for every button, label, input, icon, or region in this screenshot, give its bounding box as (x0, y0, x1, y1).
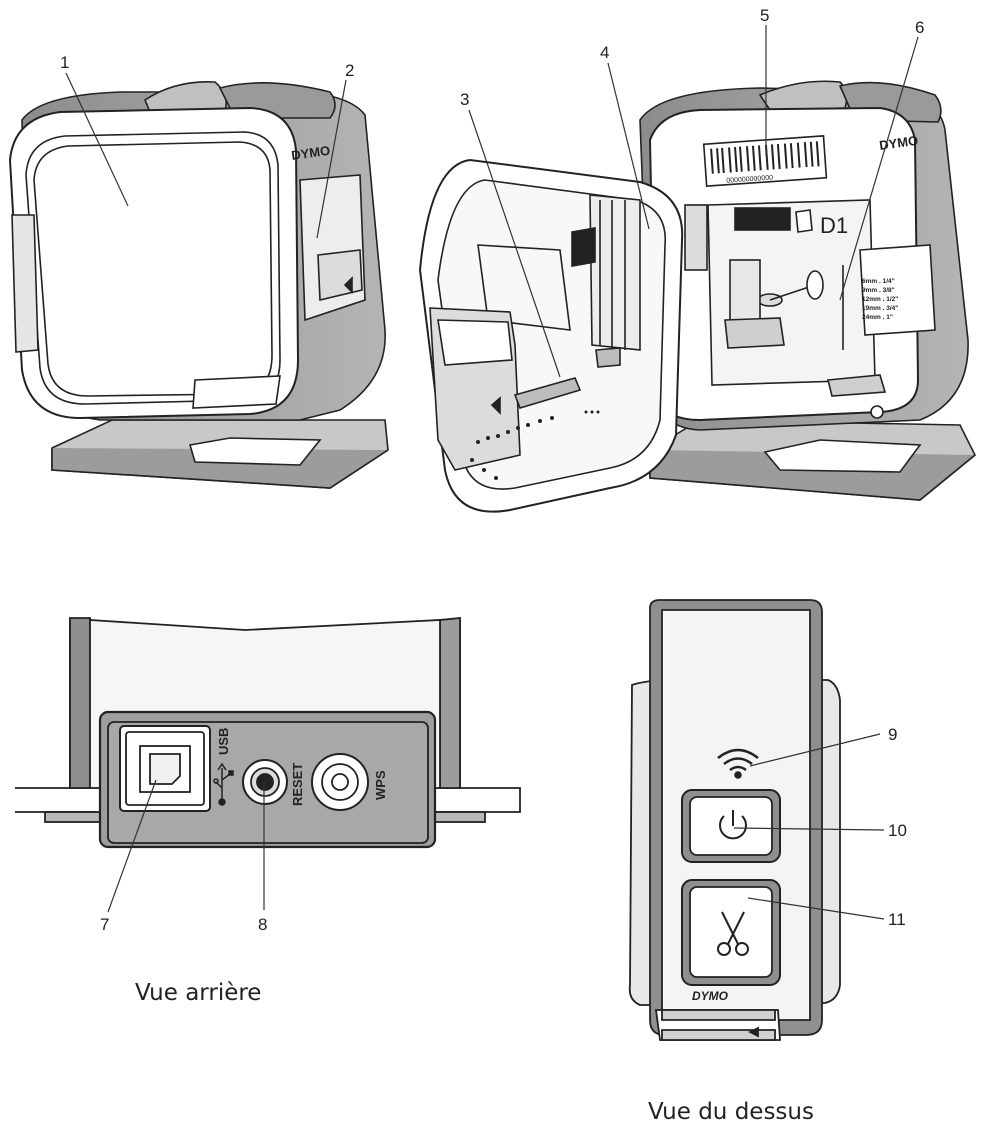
svg-text:6mm . 1/4": 6mm . 1/4" (862, 278, 895, 285)
callout-lines (65, 25, 919, 920)
callout-1: 1 (60, 53, 69, 72)
cartridge-type-label: D1 (820, 213, 848, 238)
callout-2: 2 (345, 61, 354, 80)
callout-7: 7 (100, 915, 109, 934)
door-vents (470, 410, 600, 480)
brand-logo-front: DYMO (290, 143, 331, 163)
caption-back-view: Vue arrière (135, 980, 261, 1006)
svg-text:12mm . 1/2": 12mm . 1/2" (862, 296, 898, 303)
callout-9: 9 (888, 725, 897, 744)
callout-numbers: 1 2 3 4 5 6 7 8 9 10 11 (60, 6, 924, 934)
callout-10: 10 (888, 821, 907, 840)
scissors-icon (717, 911, 749, 956)
wifi-indicator-icon (717, 748, 759, 779)
brand-logo-top: DYMO (692, 989, 729, 1003)
usb-icon (213, 762, 234, 806)
top-view: DYMO (628, 599, 841, 1041)
callout-8: 8 (258, 915, 267, 934)
callout-11: 11 (888, 910, 906, 929)
caption-top-view: Vue du dessus (648, 1099, 814, 1125)
svg-text:19mm . 3/4": 19mm . 3/4" (862, 305, 898, 312)
cutter-bar (513, 377, 582, 409)
printer-lid-window (25, 131, 281, 405)
printer-open-view: 000000000000 Wireless D1 6mm . 1/4" 9mm … (418, 80, 977, 513)
callout-5: 5 (760, 6, 769, 25)
back-view: USB RESET WPS (15, 617, 521, 849)
printer-front-view: DYMO (8, 81, 389, 489)
svg-text:24mm . 1": 24mm . 1" (862, 314, 893, 321)
wireless-label (734, 207, 791, 231)
serial-number: 000000000000 (726, 174, 773, 184)
callout-3: 3 (460, 90, 469, 109)
power-icon (719, 810, 747, 840)
barcode (710, 141, 820, 174)
wps-label: WPS (373, 770, 388, 800)
callout-4: 4 (600, 43, 609, 62)
svg-text:9mm . 3/8": 9mm . 3/8" (862, 287, 895, 294)
callout-6: 6 (915, 18, 924, 37)
svg-text:Wireless: Wireless (740, 216, 777, 226)
reset-label: RESET (290, 763, 305, 806)
tape-size-guide: 6mm . 1/4" 9mm . 3/8" 12mm . 1/2" 19mm .… (862, 278, 898, 321)
usb-label: USB (216, 728, 231, 755)
